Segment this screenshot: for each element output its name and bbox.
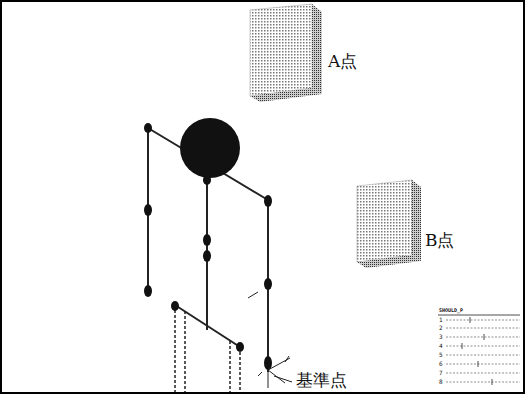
target-label: A点 bbox=[328, 53, 357, 70]
row-number: 6 bbox=[439, 361, 443, 367]
table-title: SHOULD_P bbox=[439, 308, 463, 313]
reference-label: 基準点 bbox=[296, 372, 347, 389]
row-number: 4 bbox=[439, 343, 443, 349]
row-number: 3 bbox=[439, 334, 443, 340]
row-number: 8 bbox=[439, 379, 443, 385]
row-number: 5 bbox=[439, 352, 443, 358]
row-number: 7 bbox=[439, 370, 443, 376]
row-number: 2 bbox=[439, 325, 443, 331]
target-label: B点 bbox=[425, 232, 455, 249]
row-number: 1 bbox=[439, 317, 443, 323]
